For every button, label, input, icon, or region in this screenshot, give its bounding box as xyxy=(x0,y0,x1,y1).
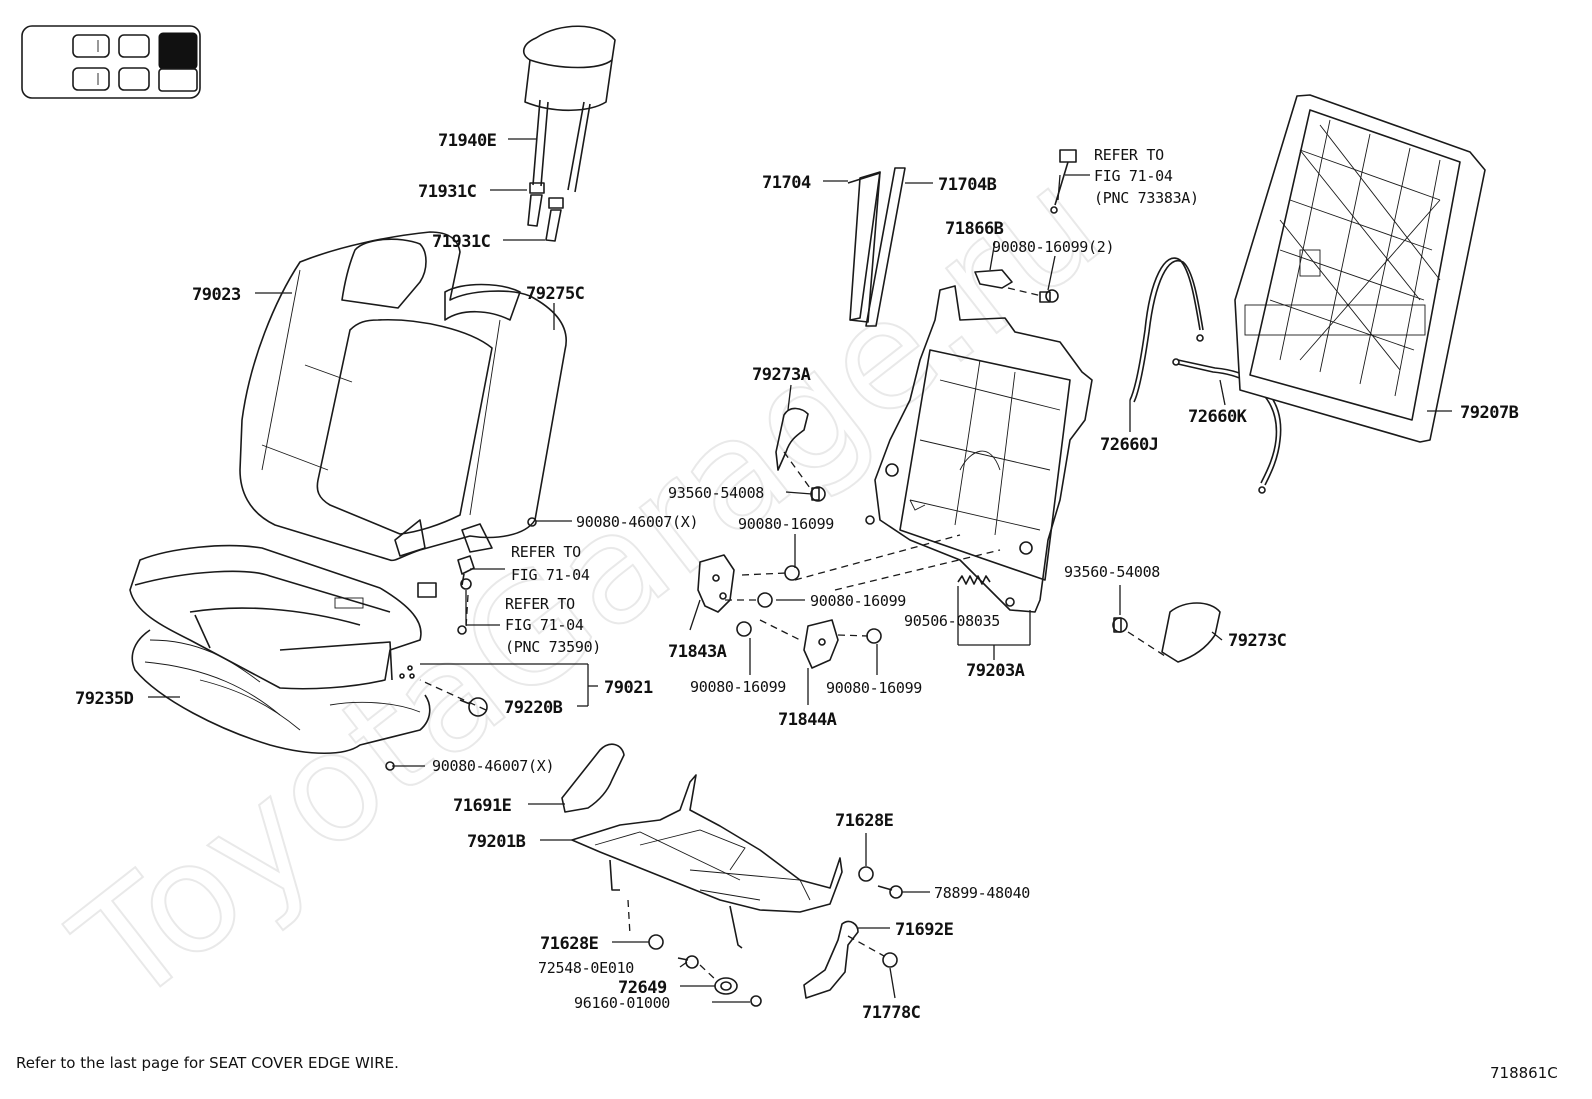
ref-note: REFER TO xyxy=(511,543,581,561)
reference-notes: REFER TO FIG 71-04 (PNC 73383A) REFER TO… xyxy=(505,146,1199,656)
part-label: 79273C xyxy=(1228,631,1286,651)
ref-note: REFER TO xyxy=(505,595,575,613)
headrest xyxy=(523,25,616,193)
part-label: 71704 xyxy=(762,173,811,193)
part-label: 72660K xyxy=(1188,407,1248,427)
part-label: 96160-01000 xyxy=(574,994,670,1012)
part-label: 72649 xyxy=(618,978,667,998)
part-label: 71931C xyxy=(418,182,476,202)
part-label: 90080-16099 xyxy=(826,679,922,697)
cover-71692E xyxy=(803,920,898,999)
part-label: 79273A xyxy=(752,365,811,385)
figure-id: 718861C xyxy=(1490,1064,1558,1082)
part-label: 71844A xyxy=(778,710,837,730)
seat-locator-icon xyxy=(21,25,201,99)
seat-cushion xyxy=(129,544,431,755)
fasteners-bottom xyxy=(648,866,903,1007)
part-labels: 71940E 71931C 71931C 79023 79275C 71704 … xyxy=(75,131,1519,1023)
part-label: 72548-0E010 xyxy=(538,959,634,977)
part-label: 90080-16099 xyxy=(810,592,906,610)
part-label: 79275C xyxy=(526,284,584,304)
part-label: 79203A xyxy=(966,661,1025,681)
part-label: 79023 xyxy=(192,285,241,305)
part-label: 93560-54008 xyxy=(1064,563,1160,581)
part-label: 71628E xyxy=(540,934,599,954)
seat-back xyxy=(239,231,567,562)
part-label: 90080-16099 xyxy=(690,678,786,696)
ref-note: (PNC 73590) xyxy=(505,638,601,656)
part-label: 90080-16099(2) xyxy=(992,238,1114,256)
part-label: 71866B xyxy=(945,219,1004,239)
part-label: 78899-48040 xyxy=(934,884,1030,902)
seatback-frame xyxy=(865,285,1093,613)
wire-assembly xyxy=(1050,149,1077,214)
ref-note: FIG 71-04 xyxy=(505,616,584,634)
spring xyxy=(957,575,991,585)
trim-strip xyxy=(847,167,906,327)
part-label: 71628E xyxy=(835,811,894,831)
part-label: 90080-46007(X) xyxy=(576,513,698,531)
bracket-71843A xyxy=(697,554,735,613)
ref-note: REFER TO xyxy=(1094,146,1164,164)
bracket-71844A xyxy=(803,619,839,669)
part-label: 71940E xyxy=(438,131,497,151)
ref-note: FIG 71-04 xyxy=(1094,167,1173,185)
ref-note: (PNC 73383A) xyxy=(1094,189,1199,207)
assembly-dashes xyxy=(419,287,1166,981)
part-label: 72660J xyxy=(1100,435,1158,455)
ref-note: FIG 71-04 xyxy=(511,566,590,584)
leader-lines xyxy=(148,138,1452,1003)
cushion-frame xyxy=(571,774,843,949)
part-label: 79201B xyxy=(467,832,526,852)
headrest-guide xyxy=(527,182,564,242)
cover-71691E xyxy=(561,743,625,813)
part-label: 71931C xyxy=(432,232,490,252)
part-label: 71843A xyxy=(668,642,727,662)
part-label: 93560-54008 xyxy=(668,484,764,502)
part-label: 79235D xyxy=(75,689,134,709)
part-label: 71692E xyxy=(895,920,954,940)
part-label: 79220B xyxy=(504,698,563,718)
part-label: 79021 xyxy=(604,678,653,698)
release-cable xyxy=(1129,257,1282,494)
bracket-71866B xyxy=(974,269,1059,303)
part-label: 71691E xyxy=(453,796,512,816)
part-label: 79207B xyxy=(1460,403,1519,423)
part-label: 71778C xyxy=(862,1003,920,1023)
hooks-and-clips xyxy=(385,517,537,771)
part-label: 71704B xyxy=(938,175,997,195)
part-label: 90506-08035 xyxy=(904,612,1000,630)
footer-note: Refer to the last page for SEAT COVER ED… xyxy=(16,1054,399,1072)
seatback-board xyxy=(1234,94,1486,443)
part-label: 90080-16099 xyxy=(738,515,834,533)
part-label: 90080-46007(X) xyxy=(432,757,554,775)
